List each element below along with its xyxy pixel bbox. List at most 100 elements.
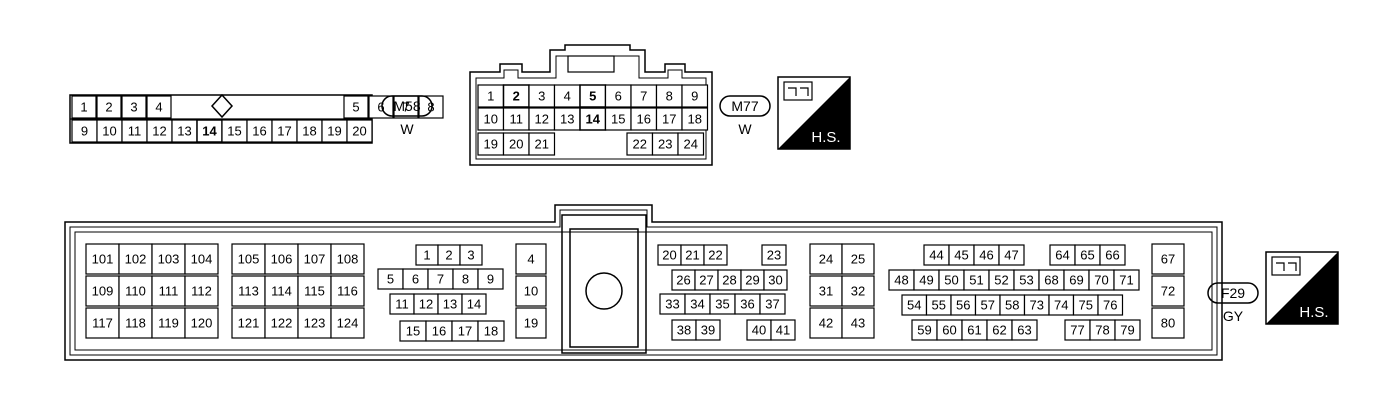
terminal-112: 112 [184, 275, 219, 307]
terminal-number: 12 [419, 297, 433, 312]
terminal-6: 6 [368, 95, 394, 119]
terminal-number: 58 [1005, 298, 1019, 313]
terminal-number: 24 [684, 137, 698, 152]
terminal-113: 113 [231, 275, 266, 307]
terminal-number: 77 [1070, 323, 1084, 338]
terminal-109: 109 [85, 275, 120, 307]
terminal-122: 122 [264, 307, 299, 339]
terminal-number: 19 [327, 124, 341, 139]
terminal-number: 5 [387, 272, 394, 287]
m77-latch [567, 55, 615, 73]
terminal-number: 118 [125, 316, 146, 331]
terminal-number: 11 [128, 124, 142, 139]
terminal-number: 14 [586, 112, 601, 127]
terminal-number: 3 [467, 248, 474, 263]
terminal-32: 32 [841, 275, 875, 307]
m77-hs-symbol: H.S. [777, 76, 851, 150]
terminal-27: 27 [694, 269, 719, 291]
terminal-118: 118 [118, 307, 153, 339]
terminal-21: 21 [528, 132, 556, 156]
terminal-22: 22 [703, 244, 728, 266]
terminal-number: 21 [535, 137, 549, 152]
terminal-37: 37 [759, 293, 786, 315]
terminal-15: 15 [604, 107, 632, 131]
terminal-104: 104 [184, 243, 219, 275]
terminal-106: 106 [264, 243, 299, 275]
f29-color-code: GY [1223, 308, 1244, 324]
terminal-number: 38 [677, 323, 691, 338]
terminal-number: 103 [158, 252, 180, 267]
terminal-46: 46 [973, 244, 1000, 266]
terminal-number: 16 [252, 124, 266, 139]
terminal-103: 103 [151, 243, 186, 275]
terminal-12: 12 [528, 107, 556, 131]
terminal-5: 5 [579, 84, 607, 108]
terminal-121: 121 [231, 307, 266, 339]
terminal-110: 110 [118, 275, 153, 307]
terminal-number: 19 [484, 137, 498, 152]
terminal-number: 20 [352, 124, 366, 139]
terminal-number: 1 [80, 100, 87, 115]
terminal-number: 9 [691, 89, 698, 104]
m77-id-badge [719, 95, 771, 117]
terminal-number: 14 [202, 124, 217, 139]
terminal-number: 5 [352, 100, 359, 115]
terminal-56: 56 [950, 294, 977, 316]
terminal-6: 6 [604, 84, 632, 108]
terminal-number: 18 [688, 112, 702, 127]
terminal-number: 32 [851, 284, 865, 299]
terminal-number: 4 [564, 89, 571, 104]
terminal-number: 104 [191, 252, 213, 267]
terminal-35: 35 [709, 293, 736, 315]
terminal-14: 14 [196, 119, 223, 143]
terminal-number: 72 [1161, 284, 1175, 299]
f29-center-post [561, 214, 647, 354]
m77-hs-label: H.S. [811, 129, 840, 146]
terminal-number: 46 [979, 248, 993, 263]
terminal-1: 1 [71, 95, 97, 119]
terminal-77: 77 [1064, 319, 1091, 341]
terminal-number: 37 [765, 297, 779, 312]
terminal-number: 33 [665, 297, 679, 312]
terminal-43: 43 [841, 307, 875, 339]
terminal-number: 2 [513, 89, 520, 104]
terminal-34: 34 [684, 293, 711, 315]
terminal-number: 62 [992, 323, 1006, 338]
terminal-number: 18 [484, 324, 498, 339]
terminal-number: 12 [152, 124, 166, 139]
terminal-36: 36 [734, 293, 761, 315]
terminal-number: 11 [510, 112, 524, 127]
terminal-11: 11 [121, 119, 148, 143]
terminal-58: 58 [999, 294, 1026, 316]
terminal-17: 17 [655, 107, 683, 131]
terminal-71: 71 [1113, 269, 1140, 291]
terminal-16: 16 [630, 107, 658, 131]
f29-id-badge [1207, 282, 1259, 304]
m58-color-code: W [400, 121, 414, 137]
terminal-76: 76 [1097, 294, 1124, 316]
m77-harness-side-icon [783, 81, 813, 101]
terminal-67: 67 [1151, 243, 1185, 275]
terminal-4: 4 [146, 95, 172, 119]
terminal-number: 48 [894, 273, 908, 288]
terminal-39: 39 [695, 319, 721, 341]
terminal-number: 8 [462, 272, 469, 287]
terminal-number: 75 [1079, 298, 1093, 313]
terminal-68: 68 [1038, 269, 1065, 291]
m77-color-code: W [738, 121, 752, 137]
terminal-number: 113 [238, 284, 259, 299]
terminal-16: 16 [425, 320, 453, 342]
terminal-number: 3 [538, 89, 545, 104]
terminal-number: 41 [776, 323, 790, 338]
terminal-13: 13 [171, 119, 198, 143]
terminal-number: 67 [1161, 252, 1175, 267]
terminal-2: 2 [502, 84, 530, 108]
terminal-5: 5 [343, 95, 369, 119]
terminal-number: 44 [929, 248, 943, 263]
terminal-number: 1 [487, 89, 494, 104]
terminal-number: 43 [851, 316, 865, 331]
terminal-number: 68 [1044, 273, 1058, 288]
terminal-number: 39 [701, 323, 715, 338]
